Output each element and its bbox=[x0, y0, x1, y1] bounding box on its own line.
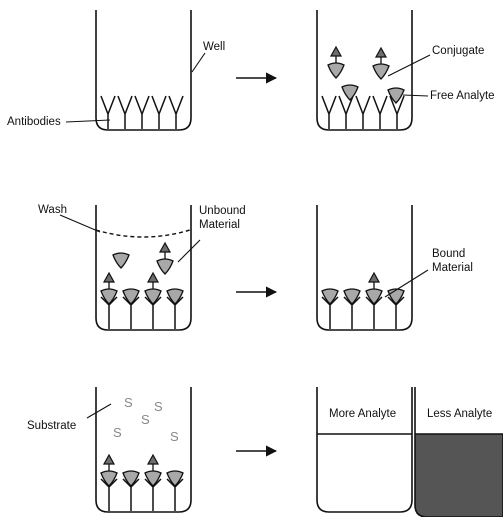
antibody-icon bbox=[151, 95, 167, 129]
substrate-s: S bbox=[113, 425, 122, 440]
antibodies-label: Antibodies bbox=[7, 116, 61, 128]
analyte-icon bbox=[372, 63, 390, 80]
antibody-icon bbox=[100, 95, 116, 129]
substrate-leader bbox=[86, 403, 112, 419]
well-2 bbox=[316, 10, 413, 131]
antibody-icon bbox=[343, 296, 361, 329]
analyte-icon bbox=[365, 288, 383, 305]
conjugate-icon bbox=[100, 271, 118, 305]
analyte-icon bbox=[144, 288, 162, 305]
bound-material-label: Bound Material bbox=[432, 247, 473, 275]
antibody-icon bbox=[389, 95, 405, 129]
conjugate-label: Conjugate bbox=[432, 45, 485, 57]
antibody-icon bbox=[100, 478, 118, 511]
analyte-icon bbox=[341, 84, 359, 101]
bound-leader bbox=[384, 269, 429, 298]
conjugate-icon bbox=[327, 45, 345, 79]
substrate-s: S bbox=[154, 399, 163, 414]
analyte-icon bbox=[327, 62, 345, 79]
well-5 bbox=[95, 387, 192, 513]
antibody-icon bbox=[321, 296, 339, 329]
wash-label: Wash bbox=[38, 204, 67, 216]
antibody-group bbox=[100, 95, 405, 511]
conjugate-icon bbox=[156, 241, 174, 275]
antibody-icon bbox=[387, 296, 405, 329]
conjugate-leader bbox=[387, 54, 431, 77]
analyte-icon bbox=[166, 288, 184, 305]
unbound-line-1: Unbound bbox=[199, 205, 246, 217]
unbound-leader bbox=[177, 239, 201, 263]
antibody-icon bbox=[338, 95, 354, 129]
antibody-icon bbox=[168, 95, 184, 129]
more-analyte-label: More Analyte bbox=[329, 408, 397, 420]
antibody-icon bbox=[134, 95, 150, 129]
antibody-icon bbox=[321, 95, 337, 129]
well-more-analyte bbox=[316, 387, 413, 513]
substrate-s: S bbox=[124, 395, 133, 410]
well-leader bbox=[191, 52, 206, 73]
antibody-icon bbox=[166, 296, 184, 329]
antibody-icon bbox=[144, 296, 162, 329]
substrate-s: S bbox=[170, 429, 179, 444]
analyte-icon bbox=[387, 87, 405, 104]
wash-line bbox=[95, 229, 191, 238]
well-3 bbox=[95, 205, 192, 331]
conjugate-icon bbox=[144, 271, 162, 305]
antibody-icon bbox=[144, 478, 162, 511]
analyte-icon bbox=[100, 470, 118, 487]
free-analyte-label: Free Analyte bbox=[430, 90, 495, 102]
antibody-icon bbox=[355, 95, 371, 129]
analyte-icon bbox=[387, 288, 405, 305]
antibody-icon bbox=[372, 95, 388, 129]
analyte-icon bbox=[321, 288, 339, 305]
well-4 bbox=[316, 205, 413, 331]
analyte-icon bbox=[343, 288, 361, 305]
antibody-icon bbox=[166, 478, 184, 511]
analyte-icon bbox=[122, 288, 140, 305]
conjugate-icon bbox=[100, 453, 118, 487]
analyte-icon bbox=[112, 252, 130, 269]
antibody-icon bbox=[365, 296, 383, 329]
unbound-material-label: Unbound Material bbox=[199, 204, 246, 232]
substrate-label: Substrate bbox=[27, 420, 77, 432]
antibody-icon bbox=[100, 296, 118, 329]
antibody-icon bbox=[122, 478, 140, 511]
analyte-icon bbox=[156, 258, 174, 275]
conjugate-icon bbox=[144, 453, 162, 487]
analyte-icon bbox=[122, 470, 140, 487]
antibody-icon bbox=[117, 95, 133, 129]
antibody-icon bbox=[122, 296, 140, 329]
wash-leader bbox=[59, 214, 101, 233]
analyte-icon bbox=[166, 470, 184, 487]
conjugate-icon bbox=[365, 271, 383, 305]
analyte-icon bbox=[144, 470, 162, 487]
well-less-analyte bbox=[414, 387, 503, 517]
unbound-line-2: Material bbox=[199, 219, 240, 231]
substrate-s: S bbox=[141, 412, 150, 427]
conjugate-icon bbox=[372, 46, 390, 80]
bound-line-1: Bound bbox=[432, 248, 466, 260]
molecule-group bbox=[100, 45, 405, 487]
well-label: Well bbox=[203, 41, 226, 53]
less-analyte-label: Less Analyte bbox=[427, 408, 493, 420]
bound-line-2: Material bbox=[432, 262, 473, 274]
well-1 bbox=[95, 10, 192, 131]
antibodies-leader bbox=[65, 119, 111, 123]
free-analyte-leader bbox=[402, 94, 429, 97]
analyte-icon bbox=[100, 288, 118, 305]
